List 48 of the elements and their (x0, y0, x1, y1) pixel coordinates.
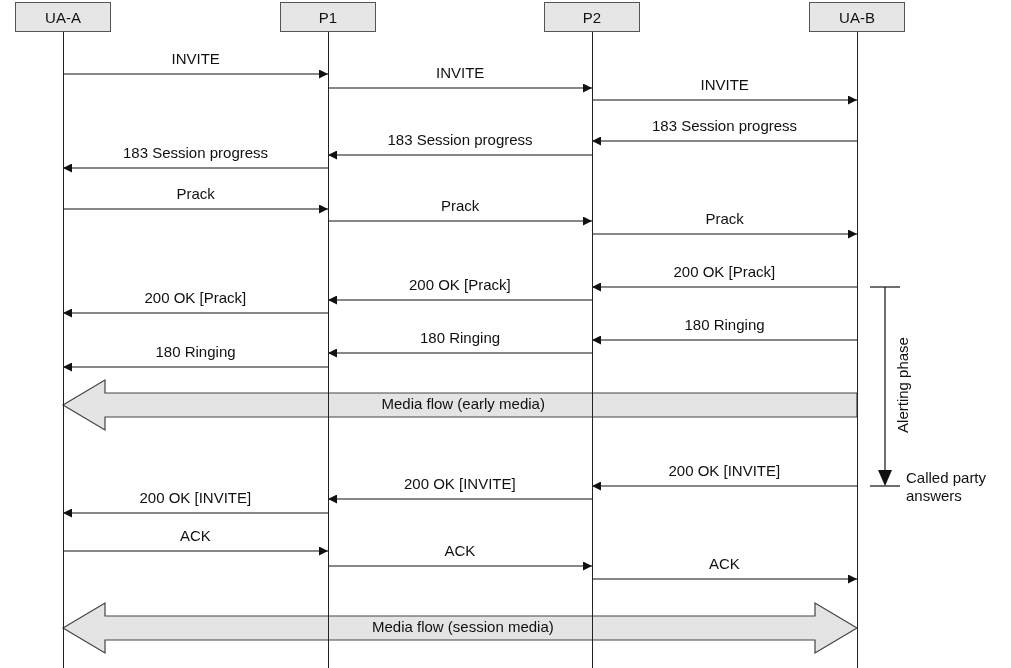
edge-label: ACK (444, 542, 476, 560)
edge-label: ACK (709, 555, 740, 573)
edge-label: 200 OK [Prack] (144, 289, 247, 307)
edge-label: ACK (180, 527, 211, 545)
edge-label: 180 Ringing (684, 316, 765, 334)
edge-label: 200 OK [INVITE] (404, 475, 516, 493)
edge-label: Prack (705, 210, 744, 228)
message-arrow (327, 83, 593, 93)
edge-label: INVITE (436, 64, 485, 82)
message-arrow (327, 561, 593, 571)
edge-label: Prack (441, 197, 480, 215)
message-arrow (591, 229, 858, 239)
message-arrow (591, 136, 858, 146)
message-arrow (62, 362, 329, 372)
message-arrow (327, 348, 593, 358)
message-arrow (62, 508, 329, 518)
message-arrow (327, 295, 593, 305)
edge-label: 200 OK [INVITE] (668, 462, 781, 480)
edge-label: 200 OK [INVITE] (139, 489, 252, 507)
message-arrow (591, 481, 858, 491)
edge-label: 183 Session progress (652, 117, 798, 135)
message-arrow (591, 335, 858, 345)
message-arrow (327, 216, 593, 226)
message-arrow (327, 494, 593, 504)
message-arrow (62, 163, 329, 173)
participant-box: UA-A (15, 2, 111, 32)
message-arrow (591, 574, 858, 584)
message-arrow (62, 308, 329, 318)
edge-label: 200 OK [Prack] (409, 276, 511, 294)
edge-label: 200 OK [Prack] (673, 263, 776, 281)
participant-box: P2 (544, 2, 640, 32)
message-arrow (62, 204, 329, 214)
message-arrow (327, 150, 593, 160)
participant-box: P1 (280, 2, 376, 32)
message-arrow (591, 282, 858, 292)
edge-label: INVITE (700, 76, 749, 94)
edge-label: 180 Ringing (420, 329, 501, 347)
message-arrow (62, 546, 329, 556)
edge-label: 183 Session progress (123, 144, 269, 162)
message-arrow (591, 95, 858, 105)
edge-label: 183 Session progress (387, 131, 533, 149)
edge-label: INVITE (171, 50, 220, 68)
edge-label: Prack (176, 185, 215, 203)
phase-label: Alerting phase (893, 337, 912, 433)
note-text: Called party answers (906, 469, 988, 505)
edge-label: 180 Ringing (155, 343, 236, 361)
message-arrow (62, 69, 329, 79)
participant-box: UA-B (809, 2, 905, 32)
